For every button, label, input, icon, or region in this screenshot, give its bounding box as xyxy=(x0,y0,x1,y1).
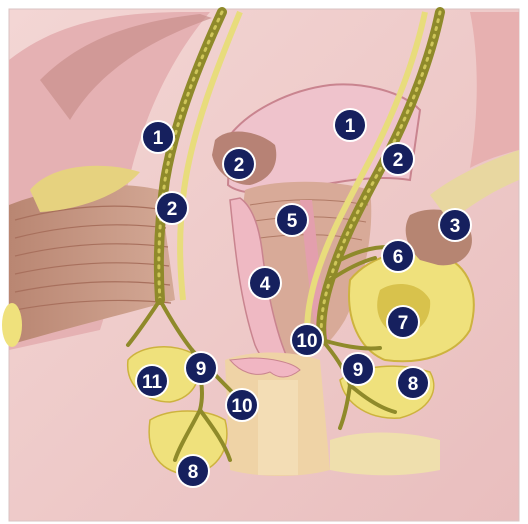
marker-number: 6 xyxy=(393,247,404,268)
marker-number: 1 xyxy=(153,128,164,149)
marker-number: 10 xyxy=(231,396,252,417)
marker-8: 8 xyxy=(176,454,210,488)
marker-10: 10 xyxy=(290,323,324,357)
marker-number: 9 xyxy=(353,360,364,381)
marker-6: 6 xyxy=(381,239,415,273)
marker-7: 7 xyxy=(386,305,420,339)
marker-1: 1 xyxy=(333,108,367,142)
marker-9: 9 xyxy=(341,352,375,386)
marker-number: 2 xyxy=(167,199,178,220)
marker-number: 3 xyxy=(450,216,461,237)
marker-number: 11 xyxy=(142,372,163,393)
marker-number: 2 xyxy=(393,150,404,171)
marker-2: 2 xyxy=(381,142,415,176)
marker-2: 2 xyxy=(222,147,256,181)
marker-4: 4 xyxy=(248,266,282,300)
marker-11: 11 xyxy=(135,364,169,398)
marker-number: 1 xyxy=(345,116,356,137)
marker-number: 8 xyxy=(188,462,199,483)
marker-10: 10 xyxy=(225,388,259,422)
marker-number: 7 xyxy=(398,313,409,334)
marker-9: 9 xyxy=(184,351,218,385)
marker-number: 2 xyxy=(234,155,245,176)
marker-number: 9 xyxy=(196,359,207,380)
marker-number: 5 xyxy=(287,211,298,232)
right-wall-muscle xyxy=(470,12,519,168)
marker-8: 8 xyxy=(396,366,430,400)
left-edge-fat xyxy=(2,303,22,347)
marker-5: 5 xyxy=(275,203,309,237)
marker-number: 4 xyxy=(260,274,271,295)
right-lower-fat xyxy=(330,433,440,476)
perineal-column xyxy=(258,380,298,475)
marker-3: 3 xyxy=(438,208,472,242)
marker-1: 1 xyxy=(141,120,175,154)
marker-number: 10 xyxy=(296,331,317,352)
marker-number: 8 xyxy=(408,374,419,395)
marker-2: 2 xyxy=(155,191,189,225)
